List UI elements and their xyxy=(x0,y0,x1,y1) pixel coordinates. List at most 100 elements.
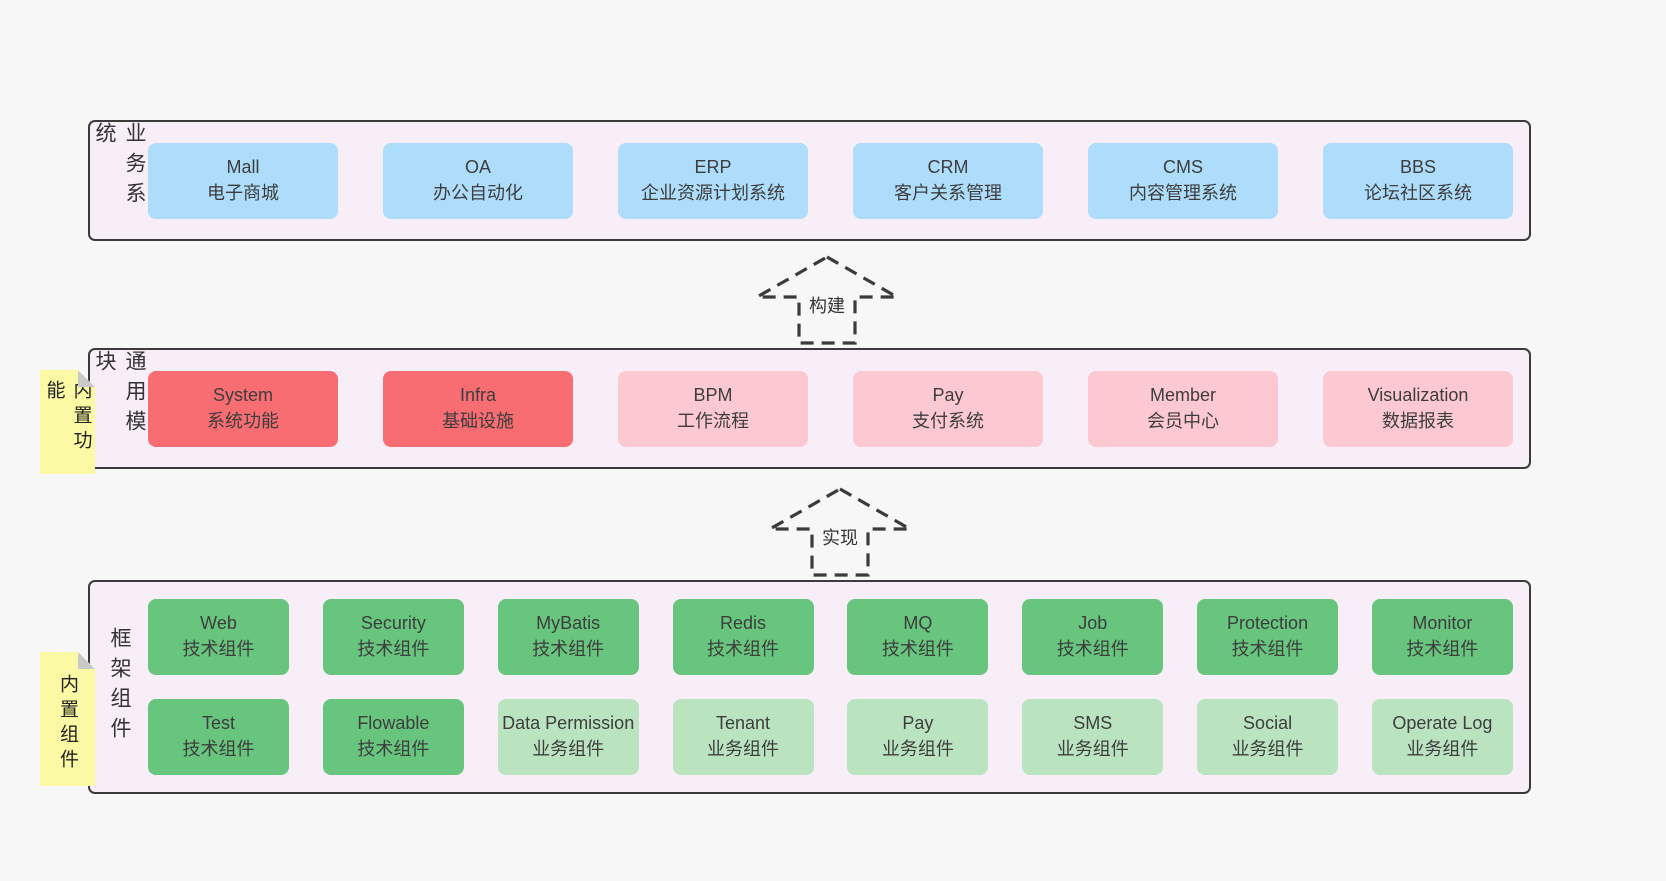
implement-arrow: 实现 xyxy=(765,486,915,578)
module-box-protection: Protection 技术组件 xyxy=(1197,599,1339,675)
box-subtitle: 工作流程 xyxy=(677,410,749,431)
module-box-operate-log: Operate Log 业务组件 xyxy=(1371,699,1513,775)
module-box-system: System 系统功能 xyxy=(148,370,338,447)
module-box-web: Web 技术组件 xyxy=(148,599,289,675)
box-subtitle: 技术组件 xyxy=(881,639,954,659)
box-subtitle: 技术组件 xyxy=(182,739,255,759)
module-box-bbs: BBS 论坛社区系统 xyxy=(1323,142,1513,219)
build-arrow: 构建 xyxy=(752,254,902,346)
box-subtitle: 业务组件 xyxy=(1056,739,1129,759)
box-subtitle: 业务组件 xyxy=(707,739,780,759)
box-title: Web xyxy=(200,613,237,634)
band-common-modules: 通用模块 System 系统功能 Infra 基础设施 BPM 工作流程 Pay 支付系统 Me… xyxy=(88,348,1531,469)
box-title: CRM xyxy=(927,156,969,177)
box-title: Security xyxy=(360,613,426,634)
module-box-pay: Pay 业务组件 xyxy=(847,699,989,775)
module-box-flowable: Flowable 技术组件 xyxy=(322,699,464,775)
box-title: Redis xyxy=(720,613,767,634)
band-framework-components: 框架组件 Web 技术组件 Security 技术组件 MyBatis 技术组件 Redis… xyxy=(88,580,1531,794)
box-title: Monitor xyxy=(1412,613,1473,634)
box-subtitle: 数据报表 xyxy=(1382,410,1454,431)
box-title: Operate Log xyxy=(1392,713,1493,734)
module-box-monitor: Monitor 技术组件 xyxy=(1371,599,1513,675)
module-box-oa: OA 办公自动化 xyxy=(383,142,573,219)
box-subtitle: 业务组件 xyxy=(881,739,954,759)
module-box-tenant: Tenant 业务组件 xyxy=(672,699,814,775)
box-title: Job xyxy=(1078,613,1108,634)
band-business-systems: 业务系统 Mall 电子商城 OA 办公自动化 ERP 企业资源计划系统 CRM 客户关系管理… xyxy=(88,120,1531,241)
box-subtitle: 业务组件 xyxy=(1231,739,1304,759)
module-box-cms: CMS 内容管理系统 xyxy=(1088,142,1278,219)
box-title: Member xyxy=(1149,384,1216,405)
box-subtitle: 技术组件 xyxy=(182,639,255,659)
box-title: MQ xyxy=(903,613,933,634)
box-title: BBS xyxy=(1399,156,1437,177)
band-label-framework-components: 框架组件 xyxy=(108,627,131,747)
box-title: Tenant xyxy=(716,713,771,734)
box-subtitle: 技术组件 xyxy=(1231,639,1304,659)
band-label-business-systems: 业务系统 xyxy=(93,122,146,212)
box-title: Pay xyxy=(932,384,964,405)
box-subtitle: 业务组件 xyxy=(532,739,605,759)
module-box-bpm: BPM 工作流程 xyxy=(618,370,808,447)
sticky-note-built-in-components: 内置组件 xyxy=(40,652,95,786)
box-subtitle: 系统功能 xyxy=(207,410,279,431)
box-title: BPM xyxy=(693,384,733,405)
box-subtitle: 企业资源计划系统 xyxy=(641,182,785,203)
box-subtitle: 技术组件 xyxy=(357,639,430,659)
module-box-data-permission: Data Permission 业务组件 xyxy=(497,699,639,775)
box-subtitle: 内容管理系统 xyxy=(1129,182,1237,203)
band-label-common-modules: 通用模块 xyxy=(93,350,146,440)
module-box-erp: ERP 企业资源计划系统 xyxy=(618,142,808,219)
box-subtitle: 会员中心 xyxy=(1147,410,1219,431)
box-subtitle: 技术组件 xyxy=(1056,639,1129,659)
sticky-note-text: 内置功能 xyxy=(43,380,92,455)
box-title: System xyxy=(212,384,273,405)
arrow-label-implement: 实现 xyxy=(817,522,863,552)
business-systems-row: Mall 电子商城 OA 办公自动化 ERP 企业资源计划系统 CRM 客户关系管理 CMS 内容… xyxy=(148,142,1513,219)
box-title: Visualization xyxy=(1367,384,1469,405)
box-title: Mall xyxy=(226,156,260,177)
box-subtitle: 技术组件 xyxy=(707,639,780,659)
module-box-job: Job 技术组件 xyxy=(1022,599,1164,675)
box-subtitle: 业务组件 xyxy=(1406,739,1479,759)
box-subtitle: 客户关系管理 xyxy=(894,182,1002,203)
arrow-label-build: 构建 xyxy=(804,290,850,320)
box-title: ERP xyxy=(694,156,732,177)
box-subtitle: 技术组件 xyxy=(1406,639,1479,659)
module-box-security: Security 技术组件 xyxy=(322,599,464,675)
box-title: OA xyxy=(464,156,491,177)
module-box-visualization: Visualization 数据报表 xyxy=(1323,370,1513,447)
box-subtitle: 技术组件 xyxy=(532,639,605,659)
box-title: Pay xyxy=(902,713,934,734)
box-title: Social xyxy=(1243,713,1293,734)
module-box-mybatis: MyBatis 技术组件 xyxy=(497,599,639,675)
box-title: Flowable xyxy=(357,713,430,734)
dashed-up-arrow xyxy=(752,255,902,345)
sticky-note-text: 内置组件 xyxy=(57,674,78,774)
module-box-member: Member 会员中心 xyxy=(1088,370,1278,447)
box-title: Data Permission xyxy=(502,713,635,734)
box-subtitle: 办公自动化 xyxy=(433,182,523,203)
common-modules-row: System 系统功能 Infra 基础设施 BPM 工作流程 Pay 支付系统 Member 会… xyxy=(148,370,1513,447)
box-subtitle: 支付系统 xyxy=(912,410,984,431)
box-title: Infra xyxy=(459,384,497,405)
box-title: Protection xyxy=(1227,613,1309,634)
box-title: MyBatis xyxy=(536,613,601,634)
module-box-pay: Pay 支付系统 xyxy=(853,370,1043,447)
module-box-mall: Mall 电子商城 xyxy=(148,142,338,219)
dashed-up-arrow xyxy=(765,487,915,577)
box-subtitle: 基础设施 xyxy=(442,410,514,431)
box-title: Test xyxy=(201,713,235,734)
box-subtitle: 技术组件 xyxy=(357,739,430,759)
box-subtitle: 论坛社区系统 xyxy=(1364,182,1472,203)
box-title: CMS xyxy=(1163,156,1203,177)
box-subtitle: 电子商城 xyxy=(207,182,279,203)
module-box-test: Test 技术组件 xyxy=(148,699,289,775)
module-box-mq: MQ 技术组件 xyxy=(847,599,989,675)
module-box-infra: Infra 基础设施 xyxy=(383,370,573,447)
